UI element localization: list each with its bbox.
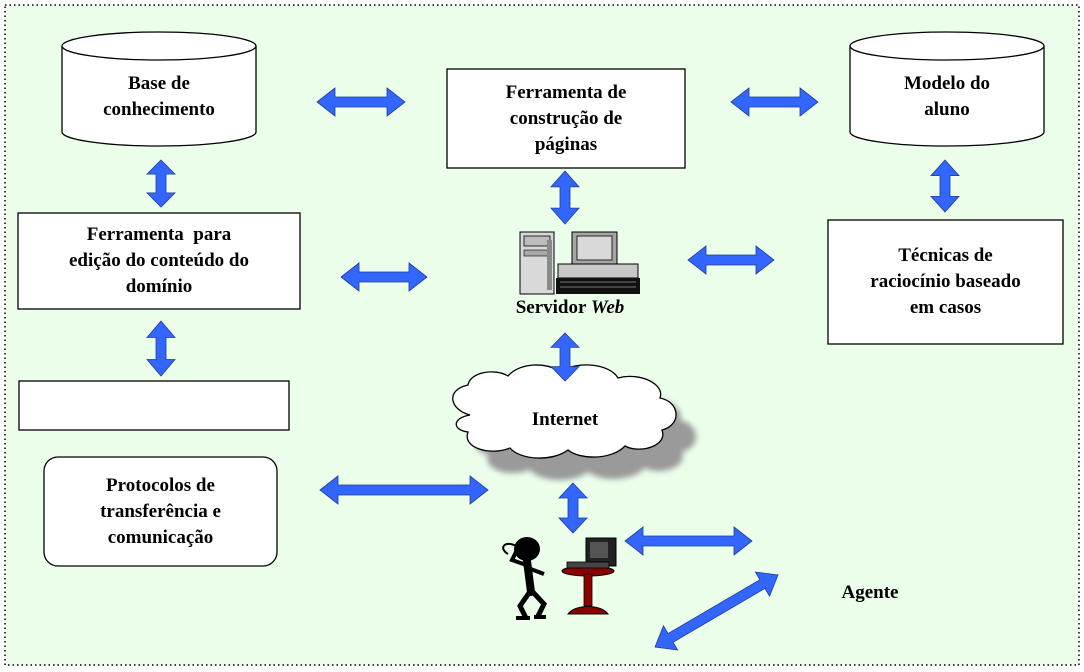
arrow-base-to-edicao (146, 159, 176, 208)
base-conhecimento-cylinder (61, 31, 257, 147)
arrow-edicao-to-empty (146, 320, 176, 377)
arrow-person-to-right (624, 526, 753, 556)
ferramenta-construcao-box (446, 68, 686, 169)
arrow-protocolos-to-internet (319, 475, 489, 505)
arrow-construcao-to-modelo (730, 87, 819, 117)
arrow-base-to-construcao (316, 87, 406, 117)
person-at-computer-icon (502, 537, 617, 620)
internet-label: Internet (531, 409, 599, 430)
empty-box (18, 380, 290, 431)
arrow-construcao-to-servidor (550, 170, 580, 225)
servidor-web-label: Servidor Web (515, 297, 625, 318)
modelo-aluno-cylinder (849, 31, 1045, 147)
agente-label: Agente (841, 582, 899, 603)
tecnicas-raciocinio-box (827, 219, 1064, 345)
internet-cloud-icon (452, 364, 697, 481)
arrow-modelo-to-tecnicas (930, 159, 960, 213)
arrow-servidor-to-tecnicas (687, 245, 775, 275)
arrow-edicao-to-servidor (340, 262, 428, 292)
server-computer-icon (519, 231, 640, 295)
protocolos-box (43, 456, 278, 567)
arrow-person-to-agente (654, 571, 779, 651)
arrow-internet-to-person (558, 482, 588, 534)
ferramenta-edicao-box (17, 212, 301, 310)
arrow-servidor-to-internet (550, 332, 580, 382)
